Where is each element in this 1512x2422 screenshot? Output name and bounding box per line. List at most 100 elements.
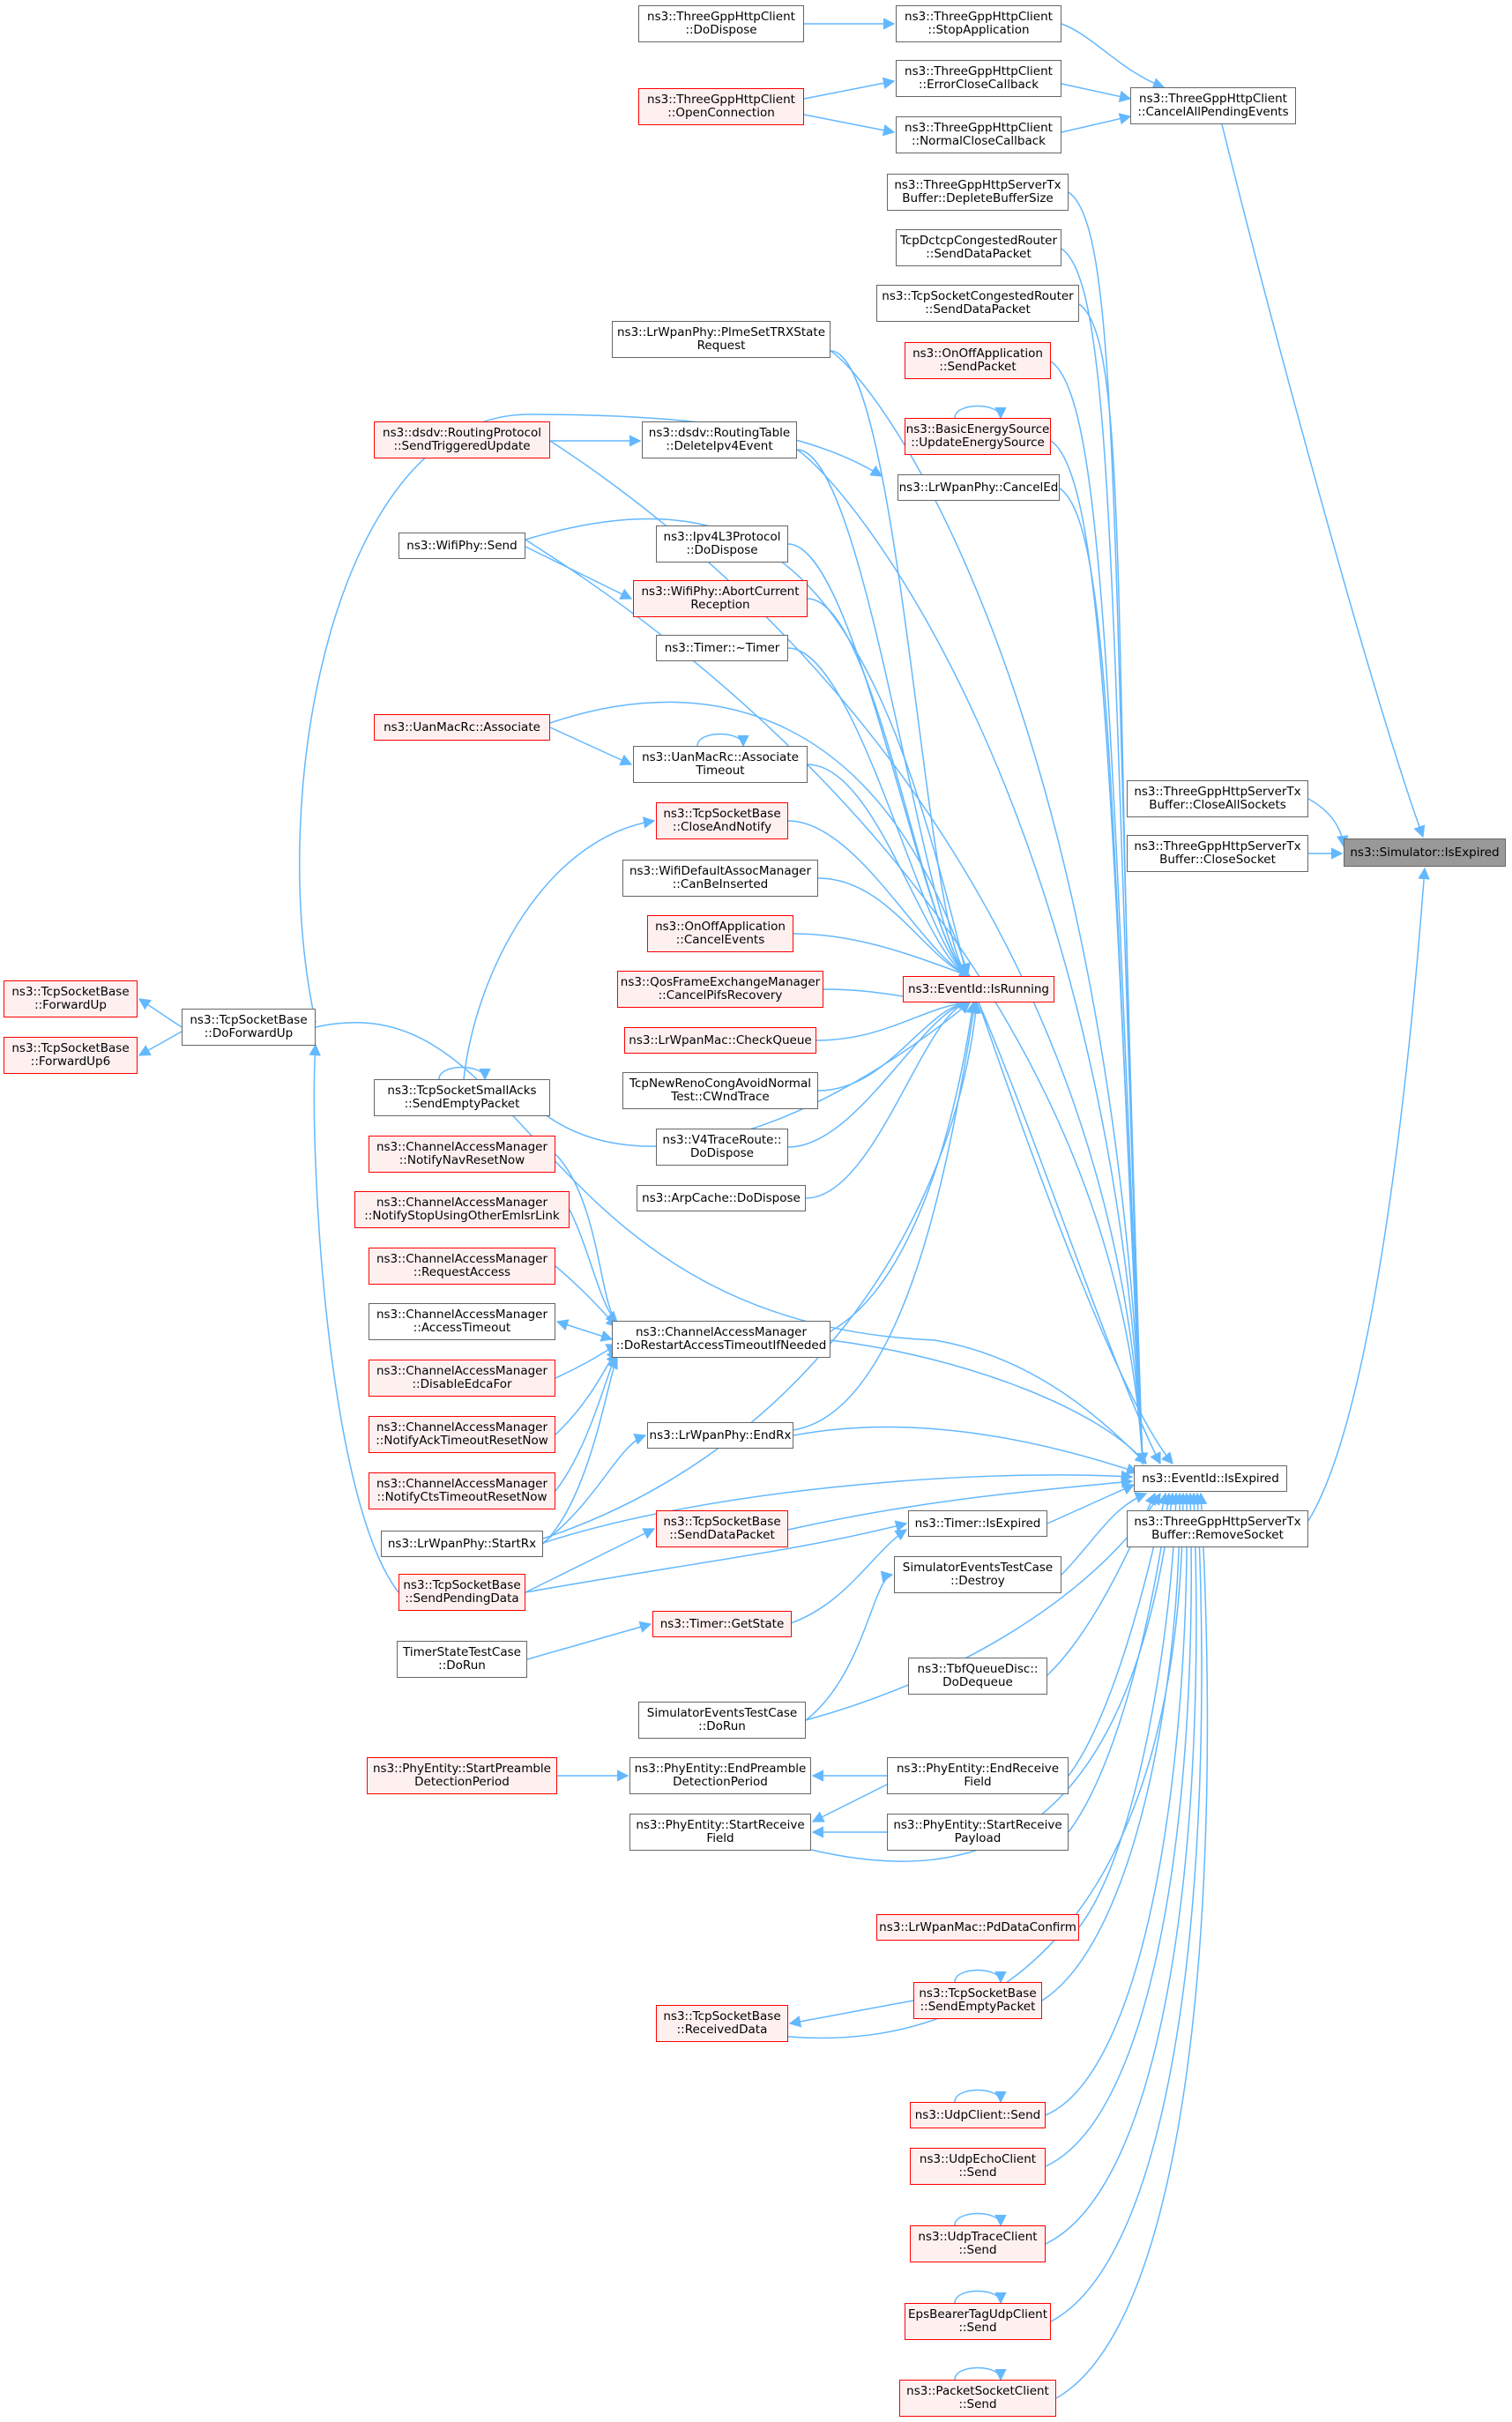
node-eventid-isexpired[interactable]: ns3::EventId::IsExpired	[1134, 1465, 1287, 1492]
node-udpclient-send[interactable]: ns3::UdpClient::Send	[910, 2102, 1046, 2128]
node-tghttpclient-stopapplication[interactable]: ns3::ThreeGppHttpClient::StopApplication	[896, 5, 1061, 42]
node-cam-disableedca[interactable]: ns3::ChannelAccessManager::DisableEdcaFo…	[369, 1360, 555, 1397]
node-epsbearer-send[interactable]: EpsBearerTagUdpClient::Send	[905, 2303, 1051, 2340]
node-tbfqueue-dodequeue[interactable]: ns3::TbfQueueDisc::DoDequeue	[908, 1658, 1047, 1695]
node-tcpsocket-congested-senddata[interactable]: ns3::TcpSocketCongestedRouter::SendDataP…	[876, 285, 1079, 322]
node-v4traceroute-dodispose[interactable]: ns3::V4TraceRoute::DoDispose	[656, 1129, 788, 1166]
node-lrwpanphy-endrx[interactable]: ns3::LrWpanPhy::EndRx	[647, 1422, 793, 1449]
node-cam-notifystopusing[interactable]: ns3::ChannelAccessManager::NotifyStopUsi…	[354, 1191, 570, 1228]
node-tcpsocketbase-doforwardup[interactable]: ns3::TcpSocketBase::DoForwardUp	[182, 1009, 316, 1046]
call-edge-62	[978, 1002, 1173, 1465]
call-edge-96	[954, 2290, 1007, 2305]
node-tghttpclient-cancelallpending[interactable]: ns3::ThreeGppHttpClient::CancelAllPendin…	[1130, 87, 1296, 124]
node-packetsocketclient-send[interactable]: ns3::PacketSocketClient::Send	[899, 2380, 1056, 2417]
node-lrwpanmac-pddataconfirm[interactable]: ns3::LrWpanMac::PdDataConfirm	[876, 1914, 1079, 1941]
node-wifidefault-canbeinserted[interactable]: ns3::WifiDefaultAssocManager::CanBeInser…	[622, 860, 818, 897]
node-cam-notifyctstimeout[interactable]: ns3::ChannelAccessManager::NotifyCtsTime…	[369, 1472, 555, 1509]
call-edge-84	[805, 1570, 894, 1721]
node-ipv4l3-dodispose[interactable]: ns3::Ipv4L3Protocol::DoDispose	[656, 525, 788, 563]
node-tcpsocketbase-sendemptypacket[interactable]: ns3::TcpSocketBase::SendEmptyPacket	[913, 1982, 1042, 2019]
call-edge-6	[1061, 83, 1132, 103]
node-lrwpanmac-checkqueue[interactable]: ns3::LrWpanMac::CheckQueue	[624, 1027, 816, 1054]
node-timer-isexpired[interactable]: ns3::Timer::IsExpired	[908, 1510, 1047, 1537]
call-edge-41	[315, 1021, 1147, 1464]
node-tcpsmallacks-sendempty[interactable]: ns3::TcpSocketSmallAcks::SendEmptyPacket	[374, 1079, 550, 1116]
call-edge-52	[816, 996, 972, 1041]
node-cam-accesstimeout[interactable]: ns3::ChannelAccessManager::AccessTimeout	[369, 1303, 555, 1340]
call-edge-81	[525, 1520, 908, 1593]
node-tghttpclient-normalclose[interactable]: ns3::ThreeGppHttpClient::NormalCloseCall…	[896, 116, 1061, 153]
call-edge-93	[954, 1969, 1007, 1984]
node-eventid-isrunning[interactable]: ns3::EventId::IsRunning	[903, 976, 1054, 1002]
node-tcpsocketbase-forwardup[interactable]: ns3::TcpSocketBase::ForwardUp	[4, 980, 138, 1017]
call-edge-70	[555, 1319, 614, 1342]
node-simevents-dorun[interactable]: SimulatorEventsTestCase::DoRun	[638, 1702, 806, 1739]
node-lrwpanphy-canceled[interactable]: ns3::LrWpanPhy::CancelEd	[898, 474, 1060, 501]
node-onoff-sendpacket[interactable]: ns3::OnOffApplication::SendPacket	[905, 342, 1051, 379]
node-cam-dorestart[interactable]: ns3::ChannelAccessManager::DoRestartAcce…	[612, 1321, 830, 1358]
call-edge-26	[1046, 1483, 1136, 1524]
node-cam-requestaccess[interactable]: ns3::ChannelAccessManager::RequestAccess	[369, 1248, 555, 1285]
node-tcpsocketbase-forwardup6[interactable]: ns3::TcpSocketBase::ForwardUp6	[4, 1037, 138, 1074]
node-cam-notifyacktimeout[interactable]: ns3::ChannelAccessManager::NotifyAckTime…	[369, 1416, 555, 1453]
node-basicenergy-update[interactable]: ns3::BasicEnergySource::UpdateEnergySour…	[905, 418, 1051, 455]
node-timer-getstate[interactable]: ns3::Timer::GetState	[652, 1611, 792, 1637]
node-simevents-destroy[interactable]: SimulatorEventsTestCase::Destroy	[894, 1556, 1061, 1593]
call-edge-47	[807, 764, 972, 979]
node-tcpsocketbase-closeandnotify[interactable]: ns3::TcpSocketBase::CloseAndNotify	[656, 802, 788, 839]
node-tcpsocketbase-senddatapacket[interactable]: ns3::TcpSocketBase::SendDataPacket	[656, 1510, 788, 1547]
node-onoff-cancelevents[interactable]: ns3::OnOffApplication::CancelEvents	[647, 915, 793, 952]
node-udpechoclient-send[interactable]: ns3::UdpEchoClient::Send	[910, 2148, 1046, 2185]
node-cam-notifynavreset[interactable]: ns3::ChannelAccessManager::NotifyNavRese…	[369, 1136, 555, 1173]
node-tcpdctcp-senddatapacket[interactable]: TcpDctcpCongestedRouter::SendDataPacket	[896, 229, 1061, 266]
node-tghttpclient-errorclose[interactable]: ns3::ThreeGppHttpClient::ErrorCloseCallb…	[896, 60, 1061, 97]
call-edge-10	[803, 114, 896, 137]
call-edge-36	[1045, 1492, 1193, 2116]
call-edge-64	[138, 1031, 182, 1056]
node-arpcache-dodispose[interactable]: ns3::ArpCache::DoDispose	[637, 1185, 806, 1211]
node-simulator-isexpired[interactable]: ns3::Simulator::IsExpired	[1344, 838, 1506, 867]
call-edge-82	[526, 1621, 652, 1660]
node-tcpsocketbase-sendpending[interactable]: ns3::TcpSocketBase::SendPendingData	[398, 1574, 525, 1611]
call-edge-43	[796, 449, 972, 979]
node-tghttpclient-openconnection[interactable]: ns3::ThreeGppHttpClient::OpenConnection	[638, 88, 804, 125]
node-lrwpanphy-startrx[interactable]: ns3::LrWpanPhy::StartRx	[381, 1531, 543, 1557]
call-edge-92	[696, 733, 749, 748]
node-uanmacrc-associate[interactable]: ns3::UanMacRc::Associate	[374, 714, 550, 741]
call-edge-68	[569, 1209, 618, 1323]
call-edge-42	[830, 350, 972, 979]
call-edge-39	[1050, 1492, 1204, 2322]
node-dsdv-sendtriggered[interactable]: ns3::dsdv::RoutingProtocol::SendTriggere…	[374, 421, 550, 458]
node-wifiphy-send[interactable]: ns3::WifiPhy::Send	[398, 533, 525, 559]
call-edge-13	[1078, 303, 1149, 1465]
node-qosframe-cancelpifs[interactable]: ns3::QosFrameExchangeManager::CancelPifs…	[617, 971, 823, 1008]
call-edge-78	[549, 727, 633, 766]
call-edge-91	[438, 1066, 491, 1081]
call-edge-9	[803, 77, 896, 100]
node-udptraceclient-send[interactable]: ns3::UdpTraceClient::Send	[910, 2225, 1046, 2262]
call-edge-38	[1045, 1492, 1201, 2245]
call-edge-14	[1050, 361, 1149, 1465]
node-tghttpclient-dodispose[interactable]: ns3::ThreeGppHttpClient::DoDispose	[638, 5, 804, 42]
call-edge-60	[793, 1001, 979, 1431]
node-timer-destructor[interactable]: ns3::Timer::~Timer	[656, 635, 788, 661]
node-dsdv-deleteipv4event[interactable]: ns3::dsdv::RoutingTable::DeleteIpv4Event	[642, 421, 797, 458]
call-edge-46	[787, 647, 972, 979]
call-edge-49	[817, 877, 972, 979]
node-tcpsocketbase-receiveddata[interactable]: ns3::TcpSocketBase::ReceivedData	[656, 2005, 788, 2042]
node-timerstate-dorun[interactable]: TimerStateTestCase::DoRun	[397, 1641, 527, 1678]
